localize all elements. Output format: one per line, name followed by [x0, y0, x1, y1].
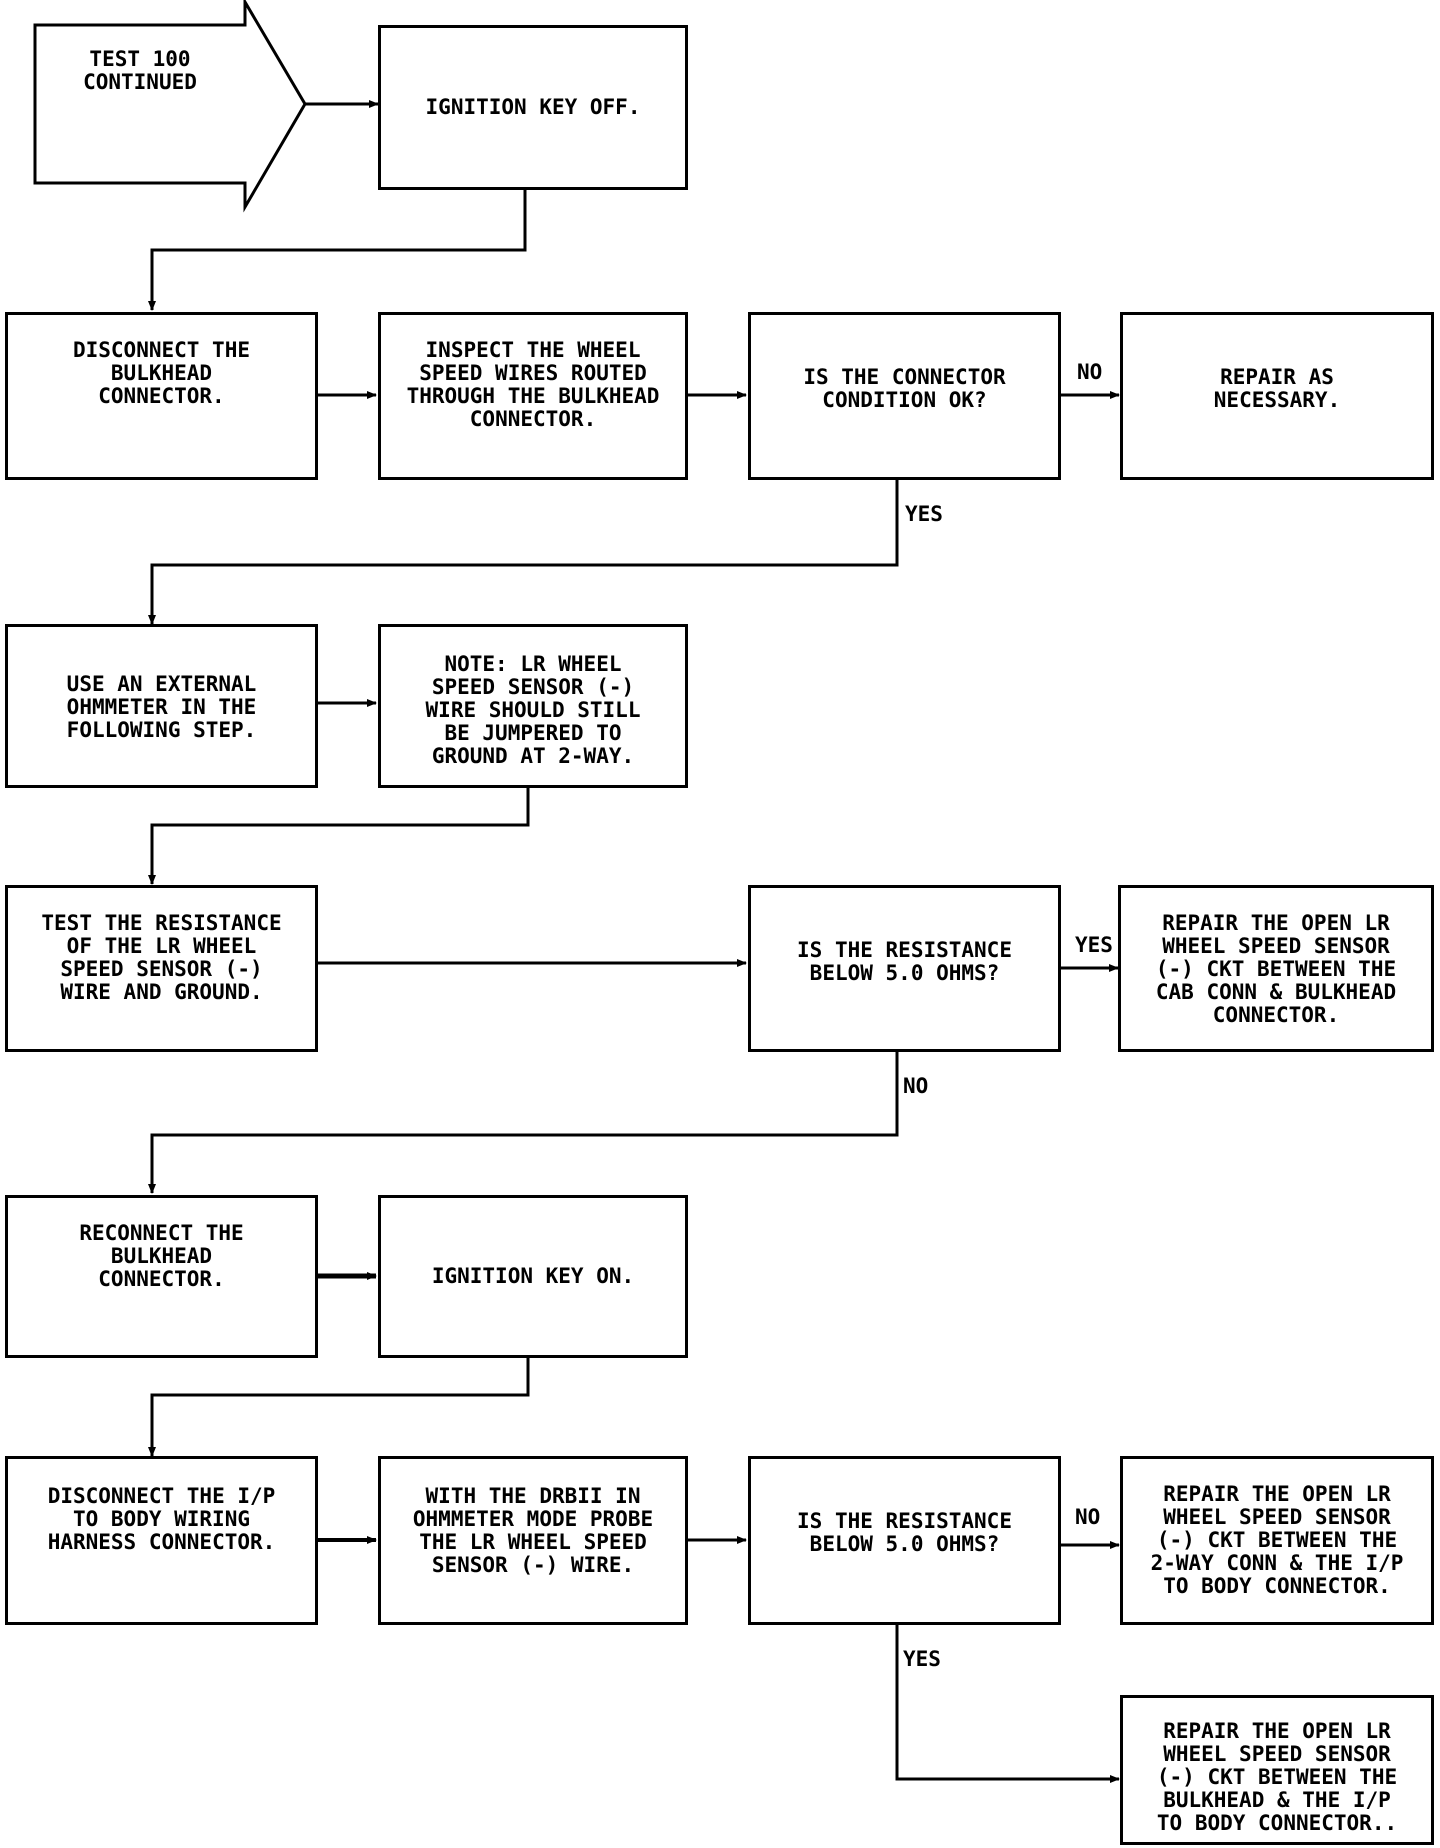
step-text: REPAIR THE OPEN LR WHEEL SPEED SENSOR (-…	[1155, 911, 1397, 1027]
connector	[895, 1625, 1120, 1783]
step-use-ohmmeter: USE AN EXTERNAL OHMMETER IN THE FOLLOWIN…	[5, 624, 318, 788]
start-arrow-shape	[33, 0, 307, 213]
decision-resistance-below-5-first: IS THE RESISTANCE BELOW 5.0 OHMS?	[748, 885, 1061, 1052]
decision-connector-ok: IS THE CONNECTOR CONDITION OK?	[748, 312, 1061, 480]
step-text: REPAIR THE OPEN LR WHEEL SPEED SENSOR (-…	[1156, 1719, 1398, 1835]
step-text: IS THE RESISTANCE BELOW 5.0 OHMS?	[797, 1509, 1012, 1556]
step-text: REPAIR AS NECESSARY.	[1213, 365, 1341, 412]
step-text: IGNITION KEY ON.	[431, 1264, 635, 1288]
step-ignition-key-off: IGNITION KEY OFF.	[378, 25, 688, 190]
decision-resistance-below-5-second: IS THE RESISTANCE BELOW 5.0 OHMS?	[748, 1456, 1061, 1625]
step-disconnect-bulkhead: DISCONNECT THE BULKHEAD CONNECTOR.	[5, 312, 318, 480]
step-disconnect-ip-connector: DISCONNECT THE I/P TO BODY WIRING HARNES…	[5, 1456, 318, 1625]
step-note-jumpered: NOTE: LR WHEEL SPEED SENSOR (-) WIRE SHO…	[378, 624, 688, 788]
connector	[148, 480, 899, 625]
step-repair-necessary: REPAIR AS NECESSARY.	[1120, 312, 1434, 480]
label-yes: YES	[903, 1647, 941, 1671]
connector	[148, 190, 527, 311]
step-repair-cab-bulkhead: REPAIR THE OPEN LR WHEEL SPEED SENSOR (-…	[1118, 885, 1434, 1052]
step-text: RECONNECT THE BULKHEAD CONNECTOR.	[79, 1221, 244, 1291]
connector	[148, 1358, 530, 1457]
step-text: INSPECT THE WHEEL SPEED WIRES ROUTED THR…	[406, 338, 660, 431]
step-text: WITH THE DRBII IN OHMMETER MODE PROBE TH…	[412, 1484, 654, 1577]
step-repair-2way-ip: REPAIR THE OPEN LR WHEEL SPEED SENSOR (-…	[1120, 1456, 1434, 1625]
connector	[148, 1052, 899, 1194]
label-no: NO	[1075, 1505, 1101, 1529]
label-no: NO	[903, 1074, 929, 1098]
step-text: USE AN EXTERNAL OHMMETER IN THE FOLLOWIN…	[66, 672, 257, 742]
step-test-resistance: TEST THE RESISTANCE OF THE LR WHEEL SPEE…	[5, 885, 318, 1052]
step-inspect-wires: INSPECT THE WHEEL SPEED WIRES ROUTED THR…	[378, 312, 688, 480]
step-drbii-probe: WITH THE DRBII IN OHMMETER MODE PROBE TH…	[378, 1456, 688, 1625]
label-yes: YES	[905, 502, 943, 526]
step-text: DISCONNECT THE I/P TO BODY WIRING HARNES…	[47, 1484, 276, 1554]
label-yes: YES	[1075, 933, 1113, 957]
start-label: TEST 100 CONTINUED	[83, 47, 197, 94]
step-repair-bulkhead-ip: REPAIR THE OPEN LR WHEEL SPEED SENSOR (-…	[1120, 1695, 1434, 1845]
step-text: NOTE: LR WHEEL SPEED SENSOR (-) WIRE SHO…	[425, 652, 641, 768]
label-no: NO	[1077, 360, 1103, 384]
step-text: TEST THE RESISTANCE OF THE LR WHEEL SPEE…	[41, 911, 282, 1004]
step-text: IGNITION KEY OFF.	[425, 95, 641, 119]
step-text: IS THE CONNECTOR CONDITION OK?	[803, 365, 1006, 412]
step-text: REPAIR THE OPEN LR WHEEL SPEED SENSOR (-…	[1150, 1482, 1404, 1598]
step-text: DISCONNECT THE BULKHEAD CONNECTOR.	[72, 338, 250, 408]
step-reconnect-bulkhead: RECONNECT THE BULKHEAD CONNECTOR.	[5, 1195, 318, 1358]
step-text: IS THE RESISTANCE BELOW 5.0 OHMS?	[797, 938, 1012, 985]
step-ignition-key-on: IGNITION KEY ON.	[378, 1195, 688, 1358]
connector	[148, 788, 530, 885]
